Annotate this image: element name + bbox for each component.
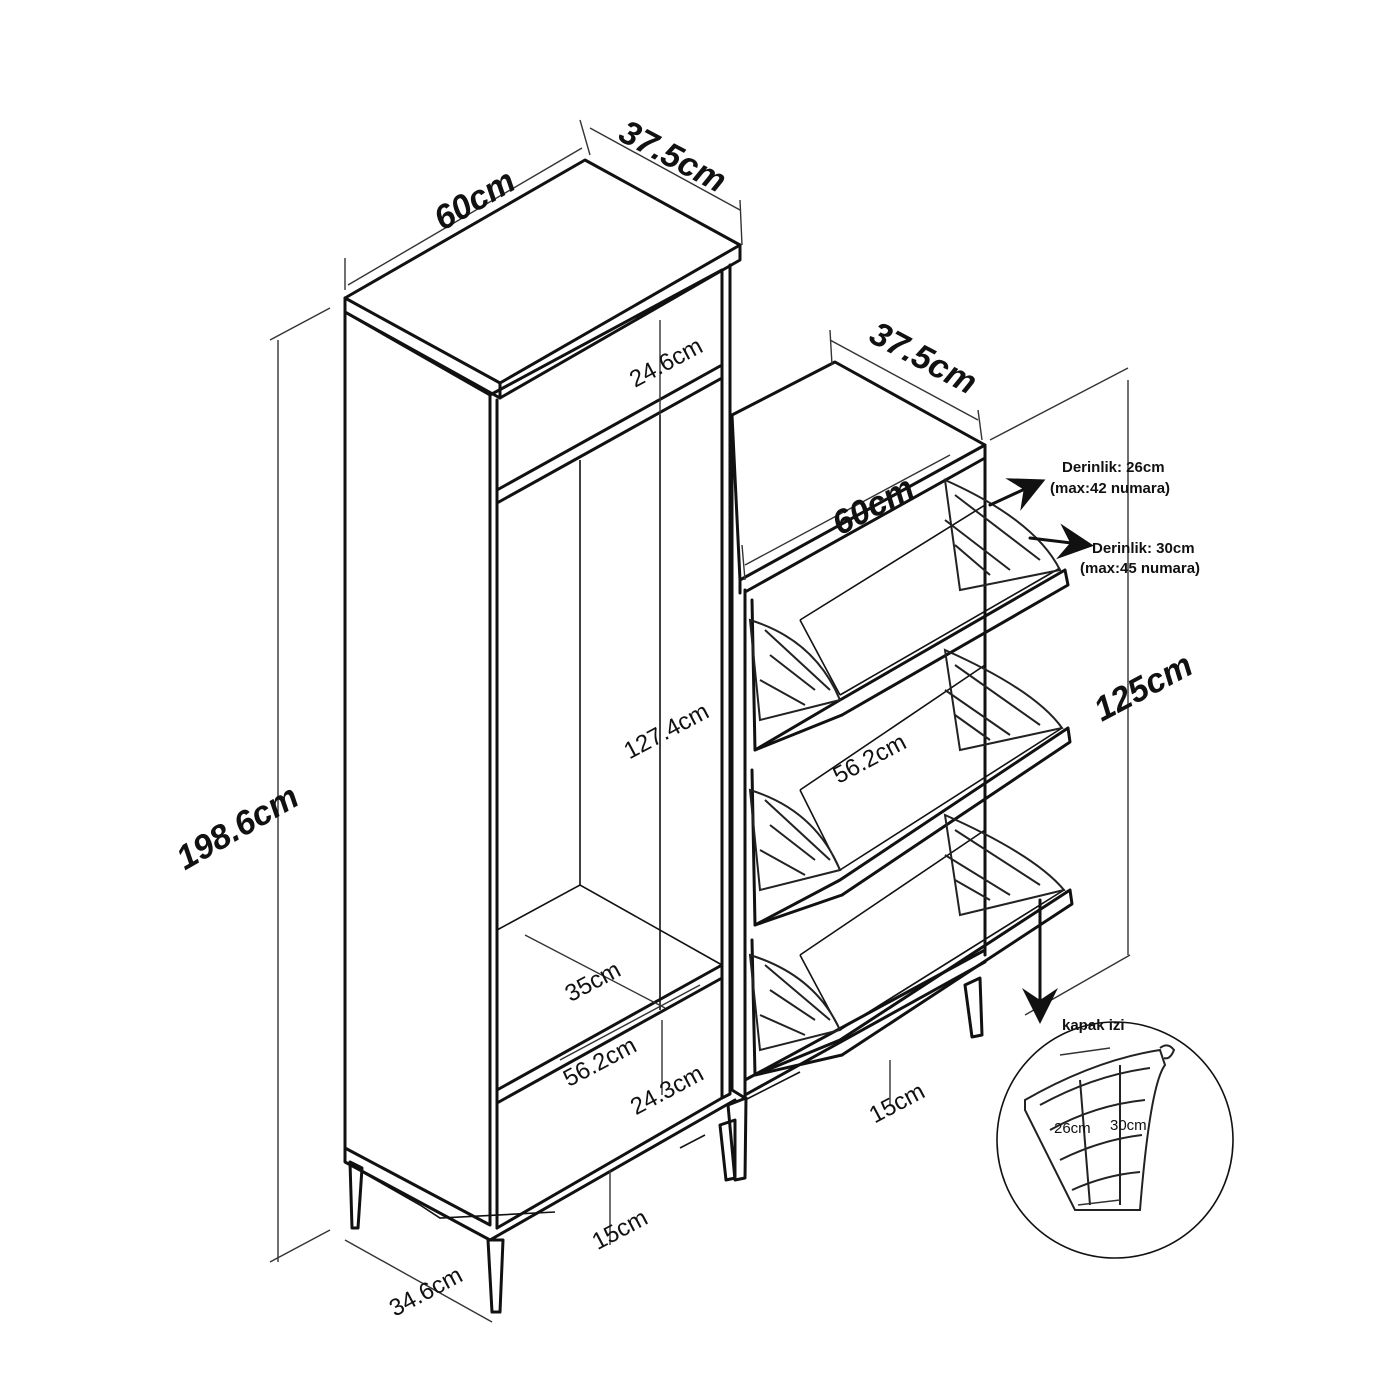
shoe-flap-3[interactable] — [748, 813, 1074, 1077]
tall-inner-width-label: 56.2cm — [559, 1032, 641, 1093]
shoe-leg-front — [726, 1096, 748, 1182]
tall-leg-label: 15cm — [588, 1204, 652, 1255]
shoe-height-label: 125cm — [1088, 646, 1199, 729]
shoe-cabinet-top — [730, 360, 987, 582]
detail-title: kapak izi — [1062, 1017, 1125, 1034]
depth-note-2-line1: Derinlik: 30cm — [1092, 540, 1195, 557]
shoe-flap-2[interactable] — [748, 648, 1072, 927]
depth-note-1-line2: (max:42 numara) — [1050, 480, 1170, 497]
depth-arrow-2 — [1028, 523, 1094, 560]
shoe-width-label: 60cm — [826, 469, 921, 543]
tall-leg-left — [348, 1160, 364, 1230]
tall-height-label: 198.6cm — [170, 778, 305, 878]
depth-note-2-line2: (max:45 numara) — [1080, 560, 1200, 577]
depth-note-1-line1: Derinlik: 26cm — [1062, 459, 1165, 476]
tall-inner-depth-label: 35cm — [561, 956, 625, 1007]
shoe-leg-right — [963, 976, 984, 1039]
tall-width-label: 60cm — [428, 162, 522, 238]
shoe-cabinet-dimensions — [741, 329, 1131, 1105]
tall-top-shelf-label: 24.6cm — [625, 332, 707, 393]
tall-inner-height-label: 127.4cm — [619, 698, 713, 765]
tall-depth-label: 37.5cm — [613, 113, 733, 201]
shoe-cabinet — [726, 360, 1074, 1182]
tall-base-depth-label: 34.6cm — [385, 1262, 467, 1323]
detail-dim-a: 26cm — [1054, 1120, 1091, 1137]
detail-dim-b: 30cm — [1110, 1117, 1147, 1134]
tall-cabinet-side — [343, 310, 492, 1227]
depth-arrow-1 — [988, 478, 1046, 511]
tall-cabinet-dimensions — [269, 119, 743, 1323]
shoe-inner-width-label: 56.2cm — [829, 729, 911, 790]
detail-circle — [996, 1021, 1234, 1259]
tall-cabinet — [343, 158, 742, 1314]
shoe-flap-1[interactable] — [748, 478, 1070, 752]
shoe-leg-label: 15cm — [865, 1078, 929, 1129]
tall-leg-front — [486, 1238, 505, 1314]
